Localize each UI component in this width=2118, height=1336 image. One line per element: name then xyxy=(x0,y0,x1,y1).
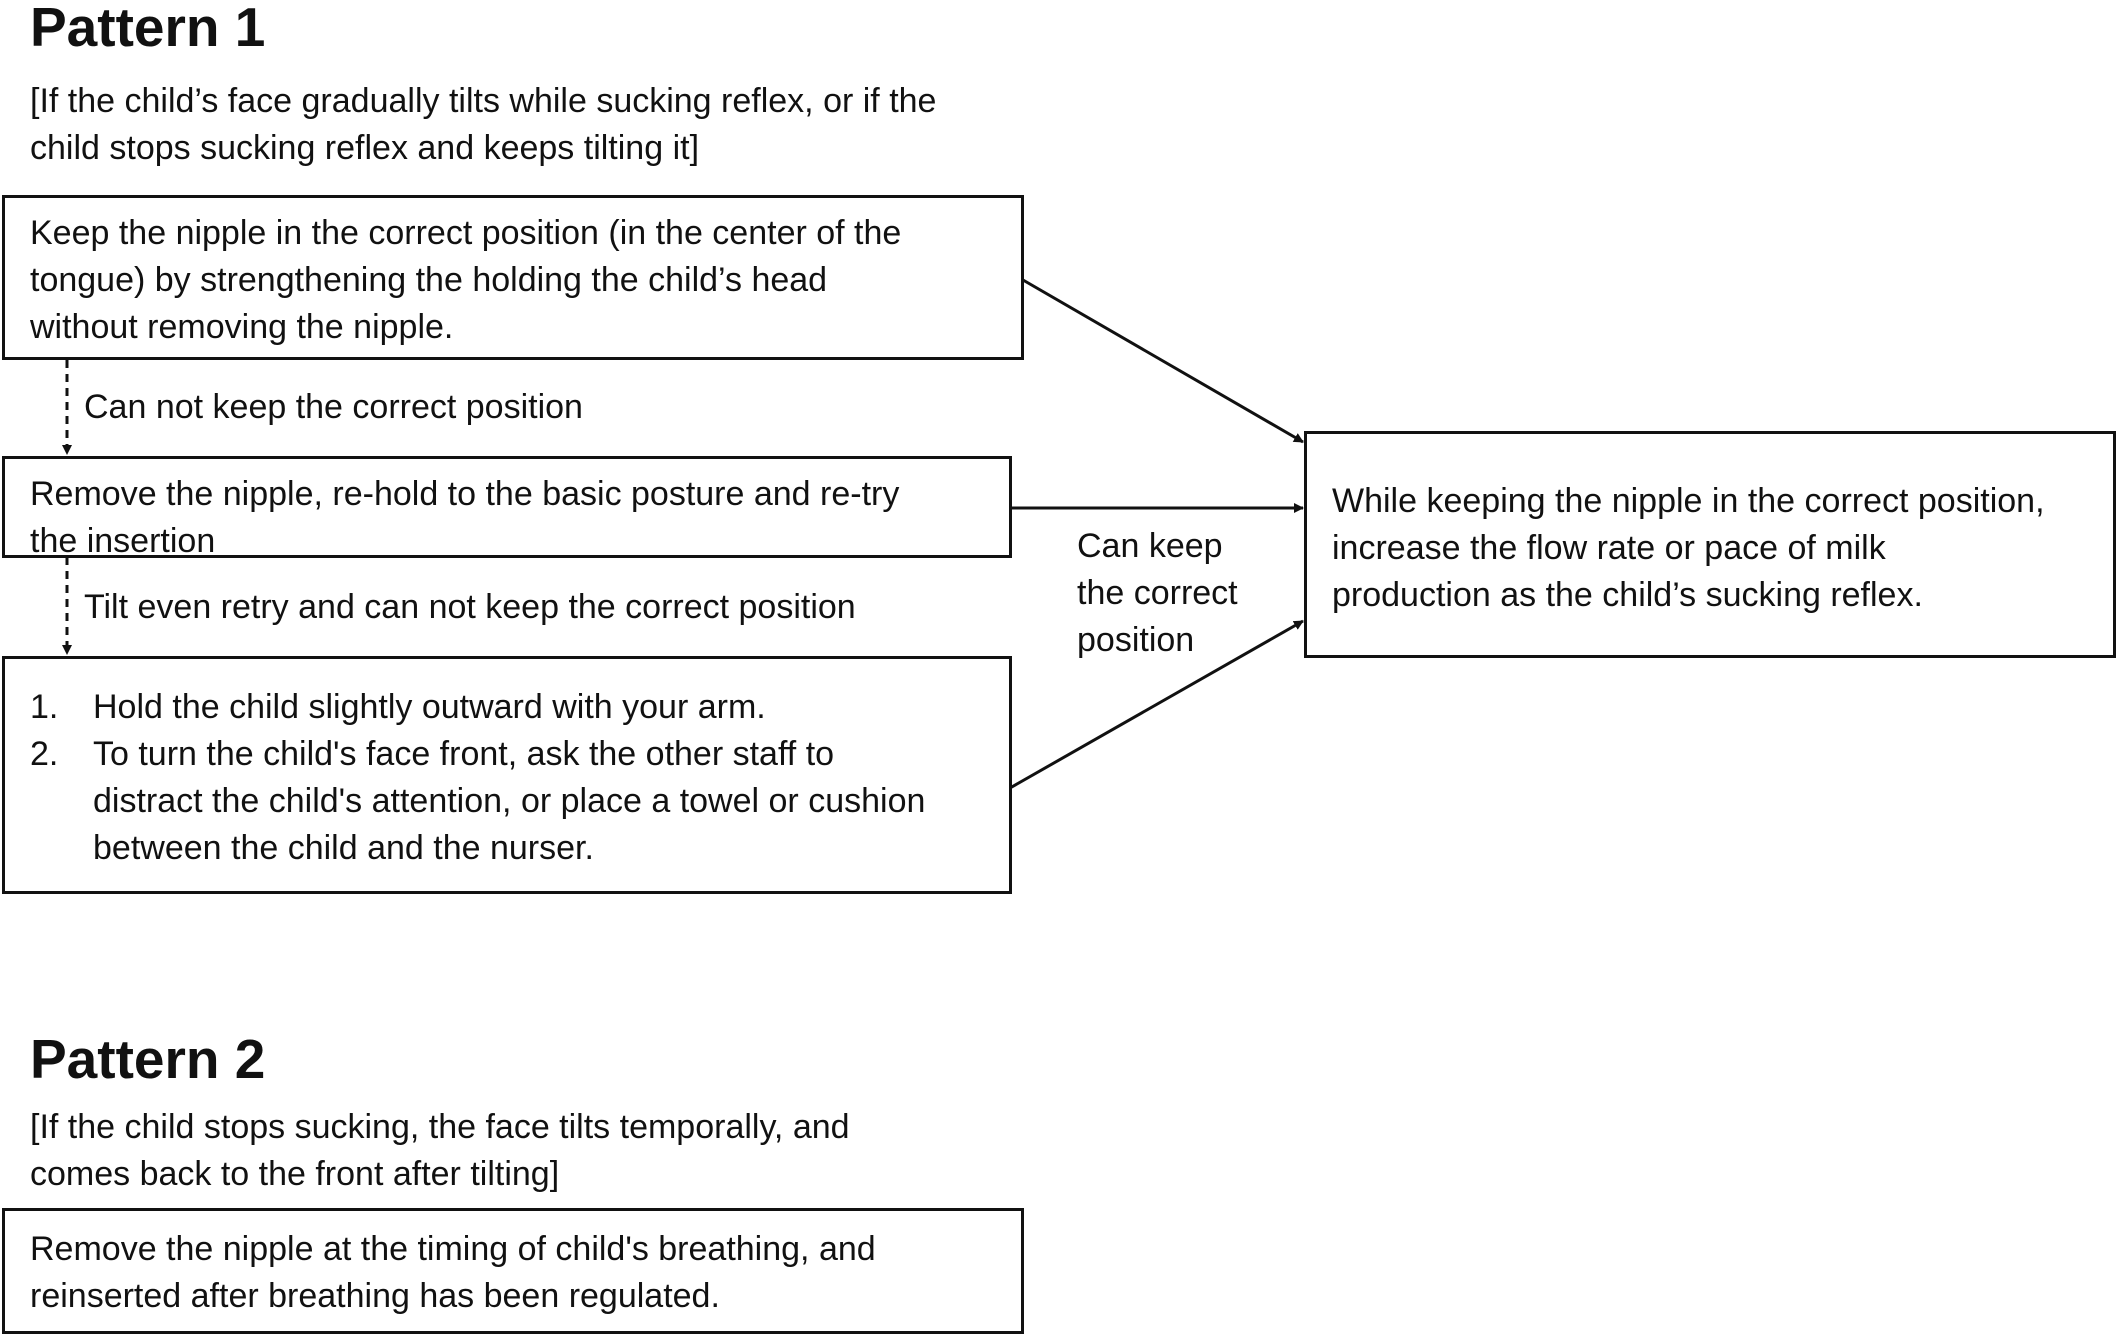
box-text-line: While keeping the nipple in the correct … xyxy=(1332,482,2045,520)
step-line: To turn the child's face front, ask the … xyxy=(93,735,835,773)
action-box-keep-position: Keep the nipple in the correct position … xyxy=(2,195,1024,360)
step-item: 1. Hold the child slightly outward with … xyxy=(30,684,989,731)
pattern2-condition-line: comes back to the front after tilting] xyxy=(30,1155,560,1193)
label-line: the correct xyxy=(1077,574,1238,612)
step-line: between the child and the nurser. xyxy=(93,829,594,867)
arrow-box3-to-result xyxy=(1009,619,1304,790)
label-can-keep: Can keep the correct position xyxy=(1077,523,1238,664)
pattern2-condition-line: [If the child stops sucking, the face ti… xyxy=(30,1108,850,1146)
pattern2-title: Pattern 2 xyxy=(30,1028,266,1090)
label-can-not-keep: Can not keep the correct position xyxy=(84,388,583,426)
action-box-remove-at-breathing: Remove the nipple at the timing of child… xyxy=(2,1208,1024,1334)
action-box-hold-outward: 1. Hold the child slightly outward with … xyxy=(2,656,1012,894)
step-line: distract the child's attention, or place… xyxy=(93,782,926,820)
box-text-line: reinserted after breathing has been regu… xyxy=(30,1277,720,1315)
step-line: Hold the child slightly outward with you… xyxy=(93,688,766,726)
box-text-line: Remove the nipple, re-hold to the basic … xyxy=(30,475,900,513)
steps-list: 1. Hold the child slightly outward with … xyxy=(30,684,989,872)
result-box: While keeping the nipple in the correct … xyxy=(1304,431,2116,658)
step-item: 2. To turn the child's face front, ask t… xyxy=(30,731,989,872)
label-line: position xyxy=(1077,621,1195,659)
pattern1-title: Pattern 1 xyxy=(30,0,266,58)
label-line: Can keep xyxy=(1077,527,1223,565)
box-text-line: Remove the nipple at the timing of child… xyxy=(30,1230,876,1268)
pattern2-condition: [If the child stops sucking, the face ti… xyxy=(30,1104,850,1198)
box-text-line: increase the flow rate or pace of milk xyxy=(1332,529,1886,567)
box-text-line: Keep the nipple in the correct position … xyxy=(30,214,902,252)
box-text-line: the insertion xyxy=(30,522,216,560)
pattern1-condition-line: [If the child’s face gradually tilts whi… xyxy=(30,82,937,120)
arrow-box1-to-result xyxy=(1022,278,1304,444)
step-number: 2. xyxy=(30,735,59,773)
box-text-line: production as the child’s sucking reflex… xyxy=(1332,576,1923,614)
step-number: 1. xyxy=(30,688,59,726)
pattern1-condition-line: child stops sucking reflex and keeps til… xyxy=(30,129,700,167)
action-box-remove-retry: Remove the nipple, re-hold to the basic … xyxy=(2,456,1012,560)
box-text-line: without removing the nipple. xyxy=(30,308,454,346)
box-text-line: tongue) by strengthening the holding the… xyxy=(30,261,828,299)
pattern1-condition: [If the child’s face gradually tilts whi… xyxy=(30,78,936,172)
label-tilt-even-retry: Tilt even retry and can not keep the cor… xyxy=(84,588,856,626)
